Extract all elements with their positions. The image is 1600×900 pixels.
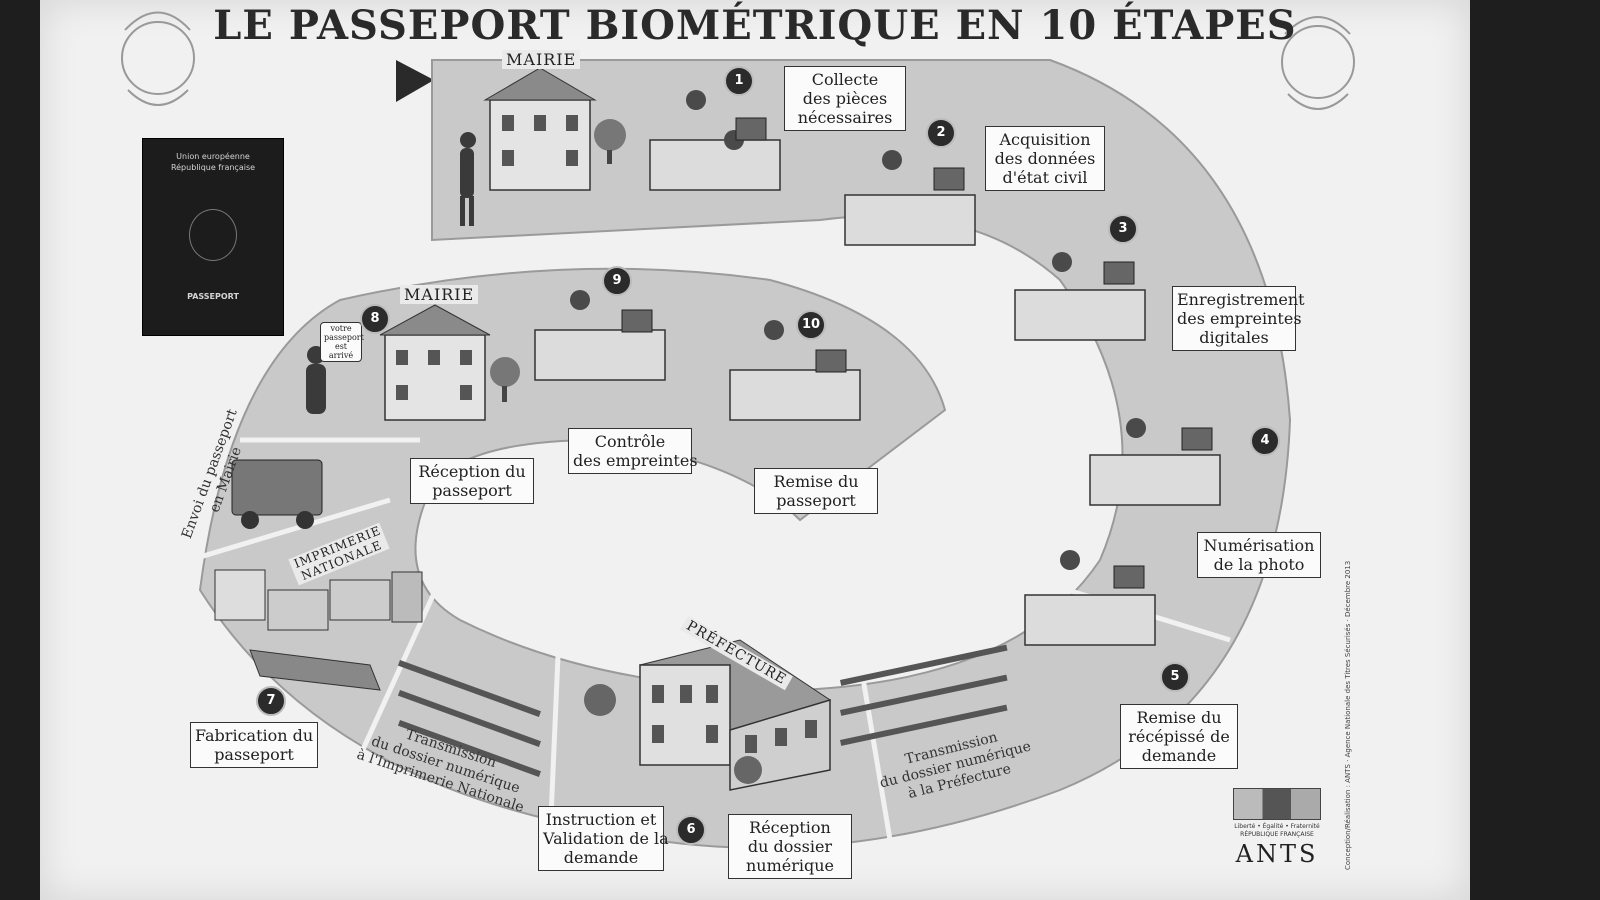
prefecture-building [584, 639, 832, 791]
step-number-2: 2 [926, 118, 956, 148]
monitors [621, 117, 1213, 589]
step-number-3: 3 [1108, 214, 1138, 244]
step-number-7: 7 [256, 686, 286, 716]
step-number-8: 8 [360, 304, 390, 334]
clerk-figures [570, 90, 1146, 570]
marianne-flag-icon [1233, 788, 1321, 820]
binary-data-stream-left [397, 660, 541, 777]
speech-bubble: votre passeport est arrivé [320, 322, 364, 362]
delivery-van [231, 459, 323, 529]
mairie-left-building [306, 304, 520, 421]
mairie-top-building [483, 67, 626, 191]
credit-line: Conception/Réalisation : ANTS · Agence N… [1344, 560, 1352, 870]
passport-line-2: République française [170, 163, 256, 172]
ornament-right [1281, 16, 1355, 110]
step-number-5: 5 [1160, 662, 1190, 692]
step-number-1: 1 [724, 66, 754, 96]
step-number-6: 6 [676, 815, 706, 845]
imprimerie-machines [214, 569, 423, 691]
passport-image: Union européenne République française PA… [142, 138, 284, 336]
sign-mairie-top: MAIRIE [502, 50, 581, 69]
person-figure [460, 132, 476, 226]
start-arrow-icon [396, 60, 434, 102]
background-illustration [121, 11, 1355, 849]
coat-of-arms-icon [189, 209, 237, 261]
passport-line-1: Union européenne [176, 152, 250, 161]
ornament-left [121, 11, 195, 106]
poster-sheet: LE PASSEPORT BIOMÉTRIQUE EN 10 ÉTAPES Un… [40, 0, 1470, 900]
sign-mairie-left: MAIRIE [400, 285, 479, 304]
spiral-band-outer [198, 59, 1292, 849]
poster-title: LE PASSEPORT BIOMÉTRIQUE EN 10 ÉTAPES [213, 2, 1297, 49]
binary-data-stream-right [840, 644, 1008, 746]
step-number-10: 10 [796, 310, 826, 340]
step-number-9: 9 [602, 266, 632, 296]
step-number-4: 4 [1250, 426, 1280, 456]
passport-word: PASSEPORT [187, 292, 239, 301]
ants-logo-name: ANTS [1235, 840, 1319, 868]
desk-stations [534, 139, 1221, 646]
